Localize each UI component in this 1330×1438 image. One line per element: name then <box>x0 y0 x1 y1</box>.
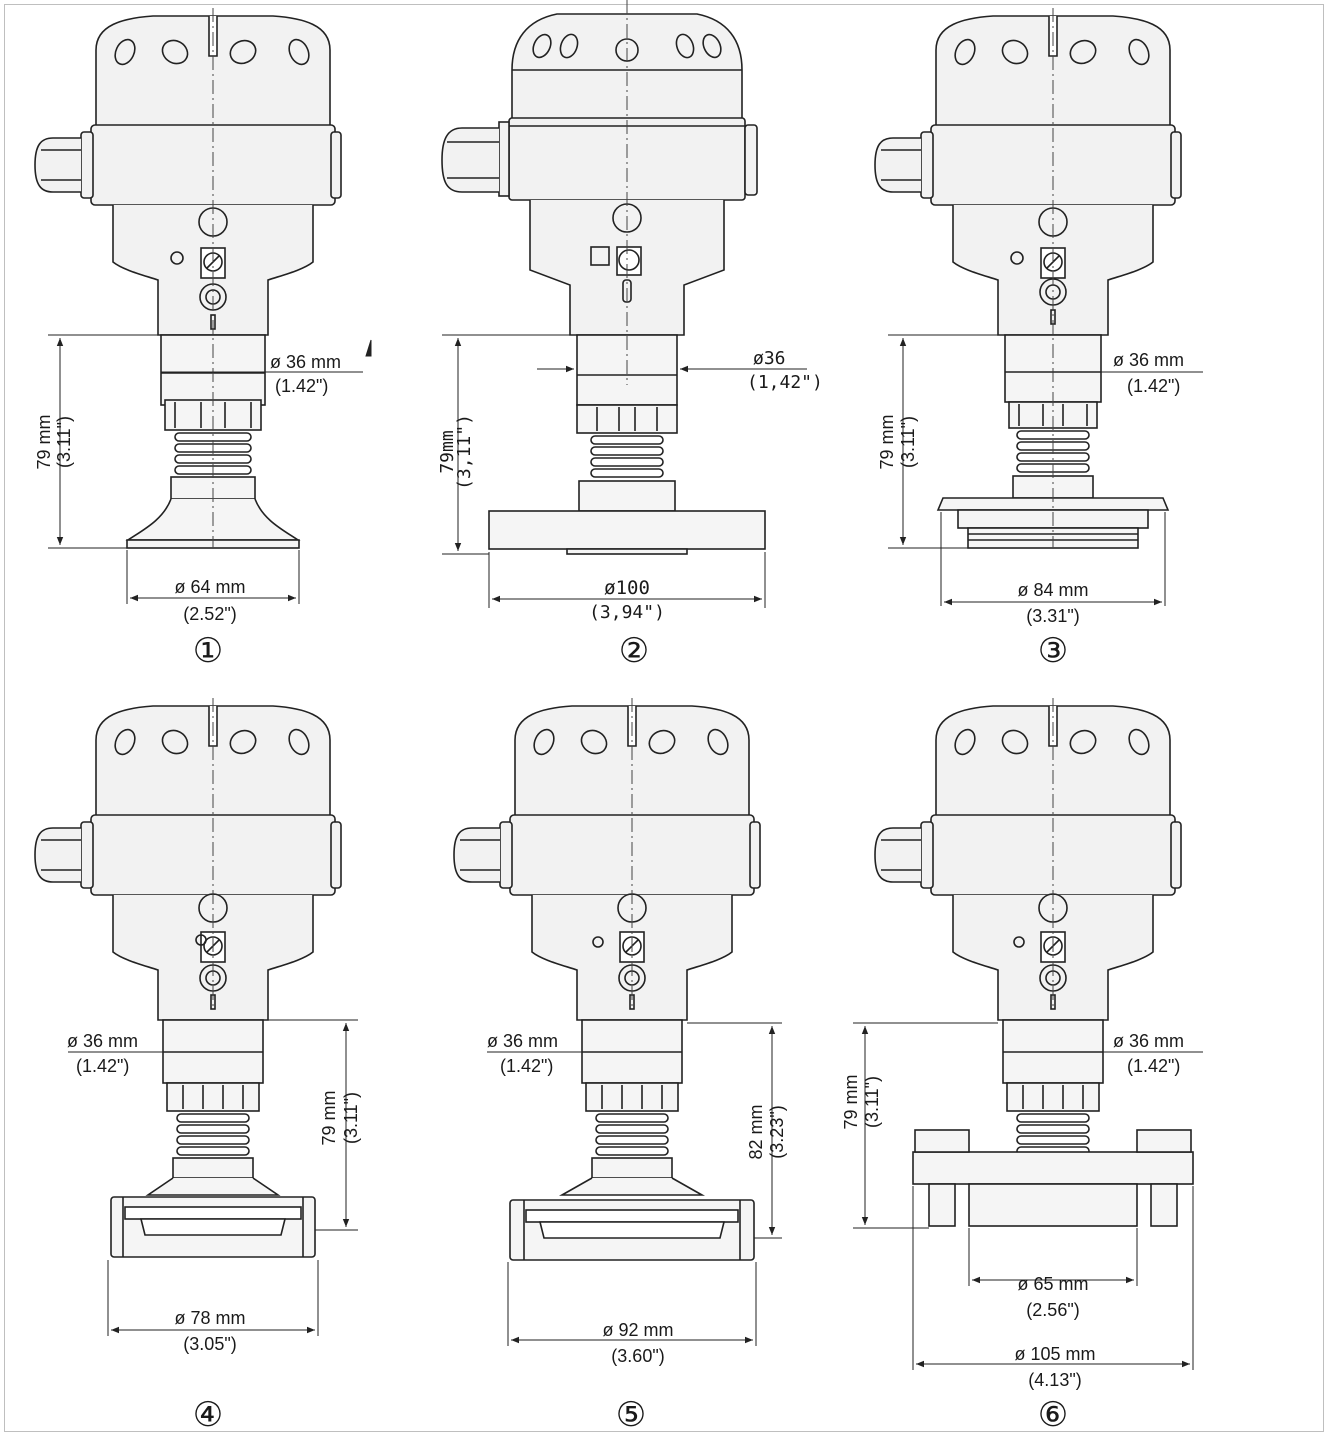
height-in-3: (3.11") <box>898 416 918 468</box>
neck-dia-in-3: (1.42") <box>1127 376 1180 396</box>
diagram-6: ø 36 mm (1.42") 79 mm (3.11") ø 65 mm (2… <box>841 698 1203 1434</box>
height-in-5: (3.23") <box>767 1105 787 1158</box>
height-in-1: (3.11") <box>54 416 74 468</box>
diagram-number-6: ⑥ <box>1038 1396 1068 1434</box>
neck-dia-in-5: (1.42") <box>500 1056 553 1076</box>
diagram-number-5: ⑤ <box>616 1396 646 1434</box>
base-dia-in-3: (3.31") <box>1026 606 1079 626</box>
dims-1 <box>48 334 372 604</box>
housing-5 <box>453 705 761 1261</box>
neck-dia-3: ø 36 mm <box>1113 350 1184 370</box>
diagram-5: ø 36 mm (1.42") 82 mm (3.23") ø 92 mm (3… <box>453 698 787 1434</box>
base-dia-1: ø 64 mm <box>174 577 245 597</box>
height-6: 79 mm <box>841 1074 861 1129</box>
dims-3 <box>888 334 1203 606</box>
height-1: 79 mm <box>34 414 54 469</box>
housing-6 <box>874 705 1194 1227</box>
height-2: 79mm <box>437 430 458 473</box>
inner-dia-6: ø 65 mm <box>1017 1274 1088 1294</box>
neck-dia-4: ø 36 mm <box>67 1031 138 1051</box>
base-dia-in-6: (4.13") <box>1028 1370 1081 1390</box>
height-3: 79 mm <box>877 414 897 469</box>
diagram-number-2: ② <box>619 632 649 670</box>
base-dia-in-1: (2.52") <box>183 604 236 624</box>
diagram-4: ø 36 mm (1.42") 79 mm (3.11") ø 78 mm (3… <box>34 698 361 1434</box>
neck-dia-in-4: (1.42") <box>76 1056 129 1076</box>
diagram-number-1: ① <box>193 632 223 670</box>
housing-2 <box>441 13 766 555</box>
diagram-3: ø 36 mm (1.42") 79 mm (3.11") ø 84 mm (3… <box>874 8 1203 670</box>
neck-dia-5: ø 36 mm <box>487 1031 558 1051</box>
base-dia-4: ø 78 mm <box>174 1308 245 1328</box>
base-dia-2: ø100 <box>604 577 650 599</box>
diagram-2: ø36 (1,42") 79mm (3,11") ø100 (3,94") ② <box>437 0 823 670</box>
diagram-number-3: ③ <box>1038 632 1068 670</box>
height-in-6: (3.11") <box>862 1076 882 1128</box>
diagram-number-4: ④ <box>193 1396 223 1434</box>
housing-4 <box>34 705 342 1258</box>
base-dia-5: ø 92 mm <box>602 1320 673 1340</box>
neck-dia-in-2: (1,42") <box>747 372 823 393</box>
neck-dia-in-1: (1.42") <box>275 376 328 396</box>
neck-dia-in-6: (1.42") <box>1127 1056 1180 1076</box>
height-in-2: (3,11") <box>454 414 475 490</box>
housing-3 <box>874 15 1182 549</box>
diagram-1: ø 36 mm (1.42") 79 mm (3.11") ø 64 mm (2… <box>34 8 372 670</box>
base-dia-in-4: (3.05") <box>183 1334 236 1354</box>
base-dia-in-2: (3,94") <box>589 602 665 623</box>
neck-dia-2: ø36 <box>753 348 786 369</box>
housing-1 <box>34 15 342 549</box>
base-dia-3: ø 84 mm <box>1017 580 1088 600</box>
height-5: 82 mm <box>746 1104 766 1159</box>
base-dia-6: ø 105 mm <box>1014 1344 1095 1364</box>
height-in-4: (3.11") <box>341 1092 361 1144</box>
inner-dia-in-6: (2.56") <box>1026 1300 1079 1320</box>
height-4: 79 mm <box>319 1090 339 1145</box>
neck-dia-1: ø 36 mm <box>270 352 341 372</box>
base-dia-in-5: (3.60") <box>611 1346 664 1366</box>
neck-dia-6: ø 36 mm <box>1113 1031 1184 1051</box>
dims-2 <box>442 334 807 608</box>
dims-5 <box>487 1022 782 1346</box>
dims-4 <box>68 1019 358 1336</box>
dims-6 <box>853 1022 1203 1370</box>
